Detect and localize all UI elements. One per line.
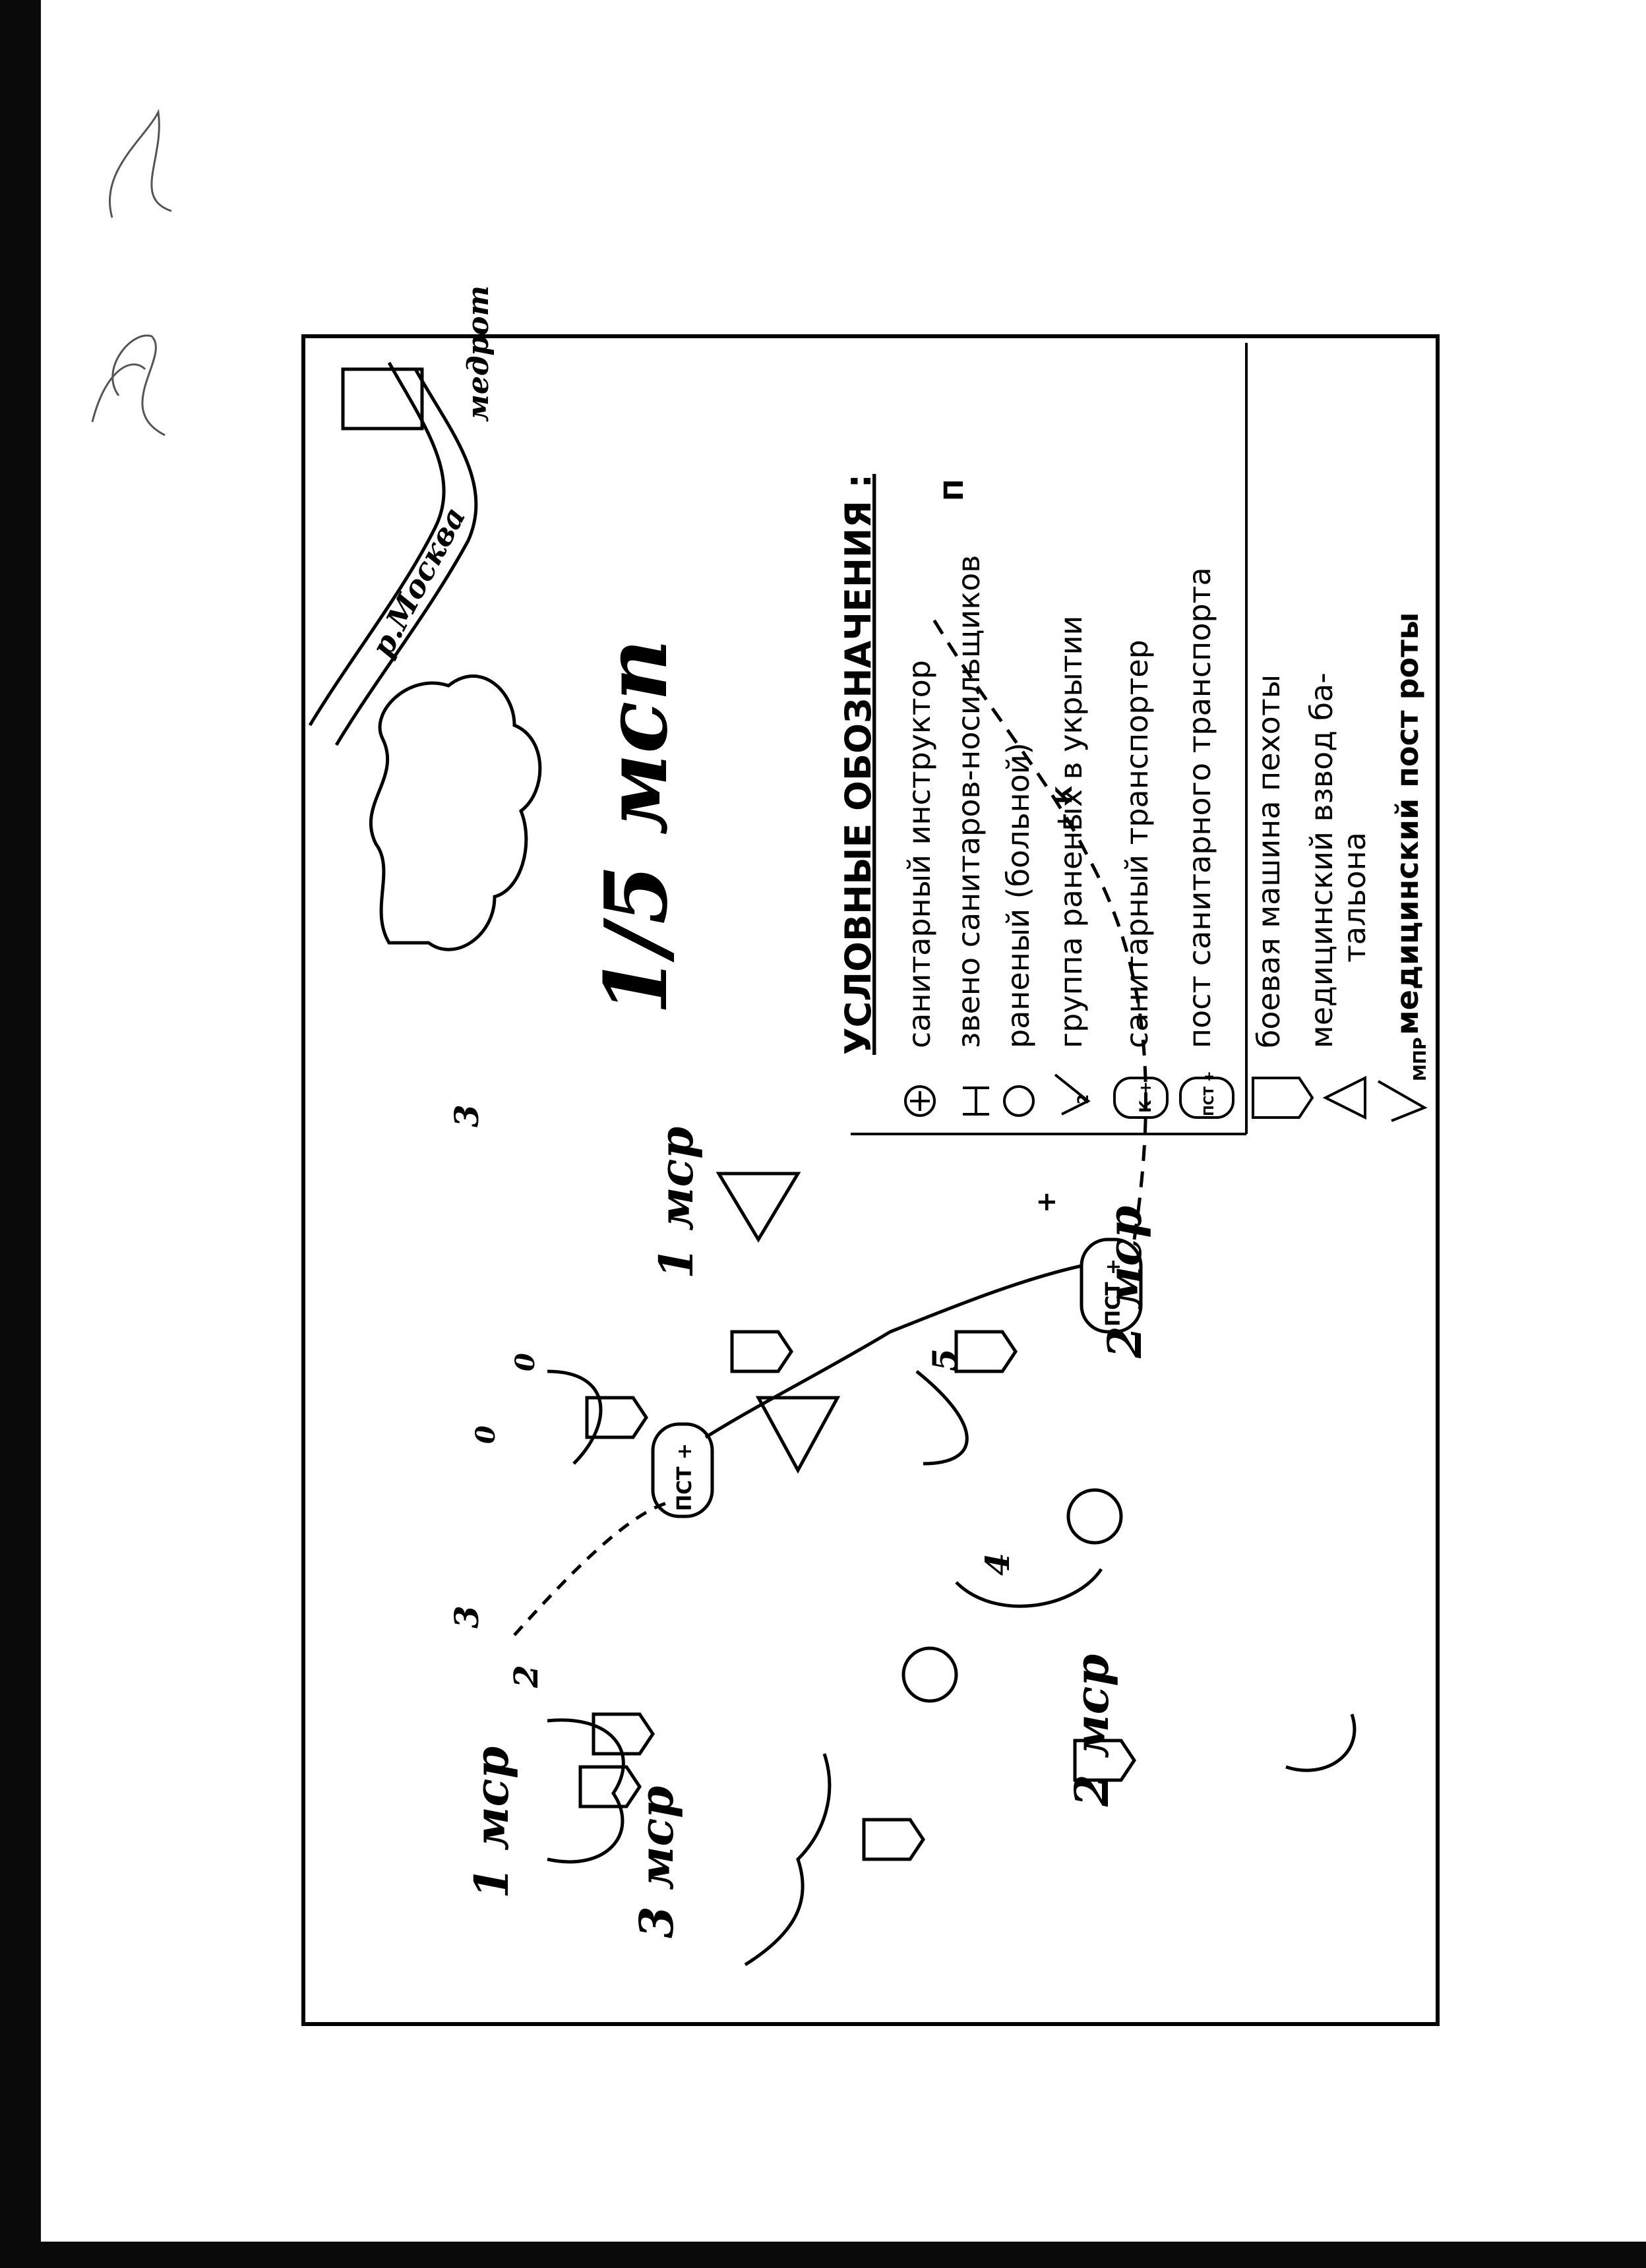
infantry-vehicle-3	[585, 1396, 649, 1439]
plus-label: +	[1031, 1191, 1062, 1213]
legend-symbols	[904, 1073, 1428, 1122]
number-3-top: 3	[447, 1104, 486, 1127]
river-label: р.Москва	[364, 501, 473, 663]
number-0-a: 0	[510, 1353, 541, 1371]
post-company-1-label: ПСТ +	[673, 1443, 696, 1511]
route-1	[513, 1501, 667, 1636]
legend-item-1: звено санитаров-носильщиков	[951, 555, 987, 1048]
infantry-vehicle-2	[592, 1712, 655, 1756]
legend-item-2: раненый (больной)	[1000, 742, 1036, 1048]
p-label: П	[939, 479, 969, 501]
forest-area	[369, 674, 542, 951]
route-2	[704, 1264, 1082, 1439]
legend-item-8: тальона	[1337, 832, 1372, 963]
company-label-1-top: 1 мср	[649, 1127, 704, 1279]
car-k-label: + К	[1051, 786, 1078, 831]
wounded-1	[1066, 1488, 1123, 1545]
company-label-1-left: 1 мср	[464, 1746, 519, 1899]
handwritten-signature	[91, 109, 172, 436]
infantry-vehicle-1	[578, 1765, 642, 1808]
medical-platoon-icon	[1322, 1075, 1366, 1120]
infantry-vehicle-7	[862, 1818, 926, 1861]
legend-symbol-mpr: МПР	[1411, 1037, 1430, 1081]
legend-item-4: санитарный транспортер	[1119, 640, 1155, 1048]
scan-left-border	[0, 0, 41, 2268]
trench-5	[1285, 1714, 1356, 1772]
medical-transporter-icon	[1113, 1077, 1169, 1119]
trench-4	[955, 1568, 1103, 1608]
post-company-2	[1080, 1238, 1143, 1334]
trench-2	[547, 1369, 603, 1465]
trench-6	[744, 1753, 832, 1967]
trench-3	[915, 1370, 969, 1466]
route-evac	[928, 612, 1147, 1240]
number-2: 2	[506, 1665, 545, 1688]
number-4: 4	[978, 1553, 1017, 1576]
diagram-rotated: УСЛОВНЫЕ ОБОЗНАЧЕНИЯ : санитарный инстру…	[301, 285, 1440, 2026]
company-label-2-bottom: 2 мср	[1064, 1654, 1119, 1807]
infantry-vehicle-6	[1073, 1739, 1137, 1782]
medical-platoon-triangle-2	[716, 1172, 801, 1243]
post-company-1	[651, 1422, 714, 1518]
legend-item-3: группа раненых в укрытии	[1053, 616, 1089, 1048]
legend-item-9: медицинский пост роты	[1389, 612, 1425, 1035]
legend-symbol-count: 2	[1076, 1094, 1092, 1104]
terrain	[308, 361, 542, 951]
company-medical-post-icon	[1378, 1080, 1428, 1122]
number-0-b: 0	[470, 1425, 501, 1444]
unit-title: 1/5 мсп	[586, 639, 686, 1015]
legend-item-0: санитарный инструктор	[901, 660, 937, 1048]
number-5: 5	[925, 1348, 964, 1371]
legend-symbol-pst-plus: ПСТ +	[1201, 1071, 1217, 1116]
post-company-2-label: ПСТ +	[1102, 1259, 1125, 1327]
transport-post-icon	[1179, 1077, 1234, 1119]
positions	[513, 612, 1356, 1967]
medrot-symbol	[341, 367, 424, 431]
legend-item-7: медицинский взвод ба-	[1304, 672, 1339, 1048]
wounded-icon	[1003, 1085, 1035, 1117]
infantry-vehicle-5	[954, 1330, 1018, 1373]
company-label-3: 3 мср	[629, 1786, 684, 1938]
legend-item-6: боевая машина пехоты	[1251, 674, 1287, 1048]
trench-1	[547, 1718, 625, 1864]
infantry-vehicle-4	[730, 1330, 794, 1373]
river-bank-1	[334, 368, 478, 746]
diagram-frame	[301, 334, 1440, 2026]
instructor-symbol-icon	[904, 1085, 936, 1117]
scan-bottom-border	[0, 2242, 1646, 2268]
infantry-vehicle-icon	[1252, 1077, 1314, 1119]
wounded-2	[901, 1646, 958, 1703]
legend-title: УСЛОВНЫЕ ОБОЗНАЧЕНИЯ :	[838, 474, 879, 1055]
medical-platoon-triangle	[755, 1396, 841, 1474]
legend-item-5: пост санитарного транспорта	[1182, 567, 1217, 1048]
legend: УСЛОВНЫЕ ОБОЗНАЧЕНИЯ : санитарный инстру…	[838, 474, 1430, 1122]
medrot-label: медрот	[462, 285, 495, 422]
number-3-left: 3	[447, 1605, 486, 1628]
wounded-group-icon	[1054, 1073, 1091, 1116]
